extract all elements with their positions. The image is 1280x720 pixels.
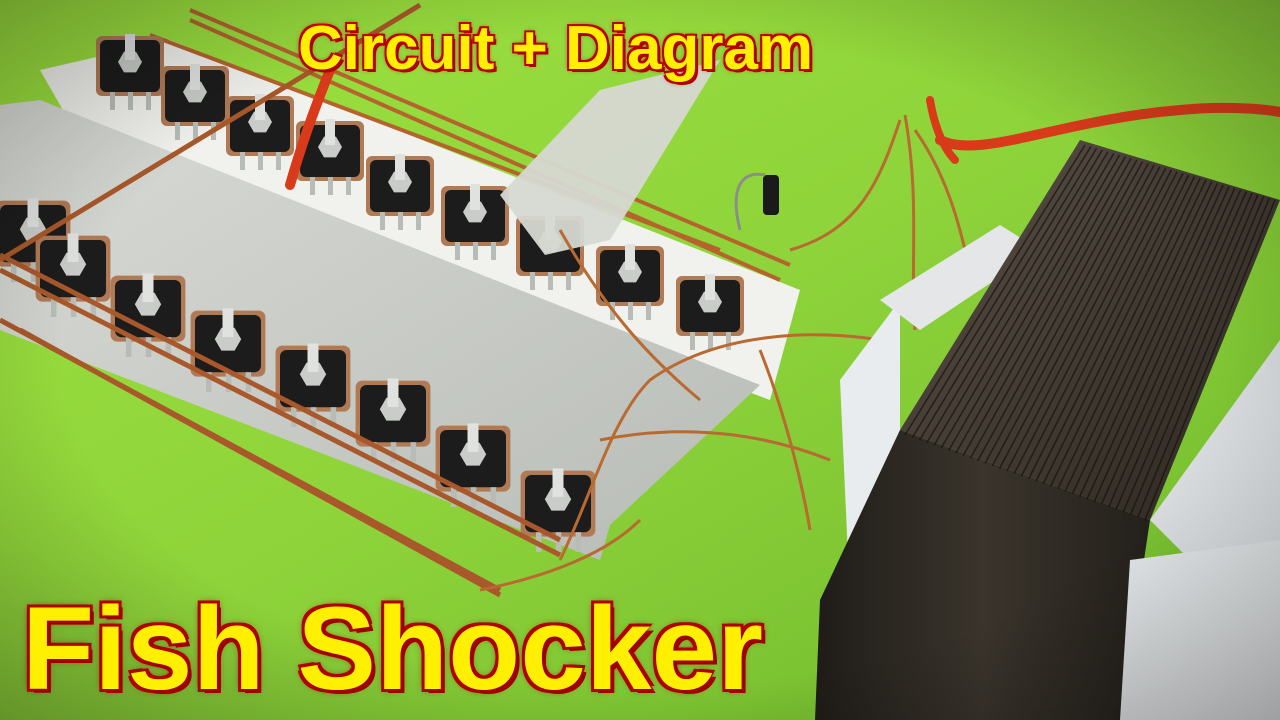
thumbnail-title-bottom: Fish Shocker <box>22 583 764 715</box>
thumbnail-title-top: Circuit + Diagram <box>298 14 814 83</box>
